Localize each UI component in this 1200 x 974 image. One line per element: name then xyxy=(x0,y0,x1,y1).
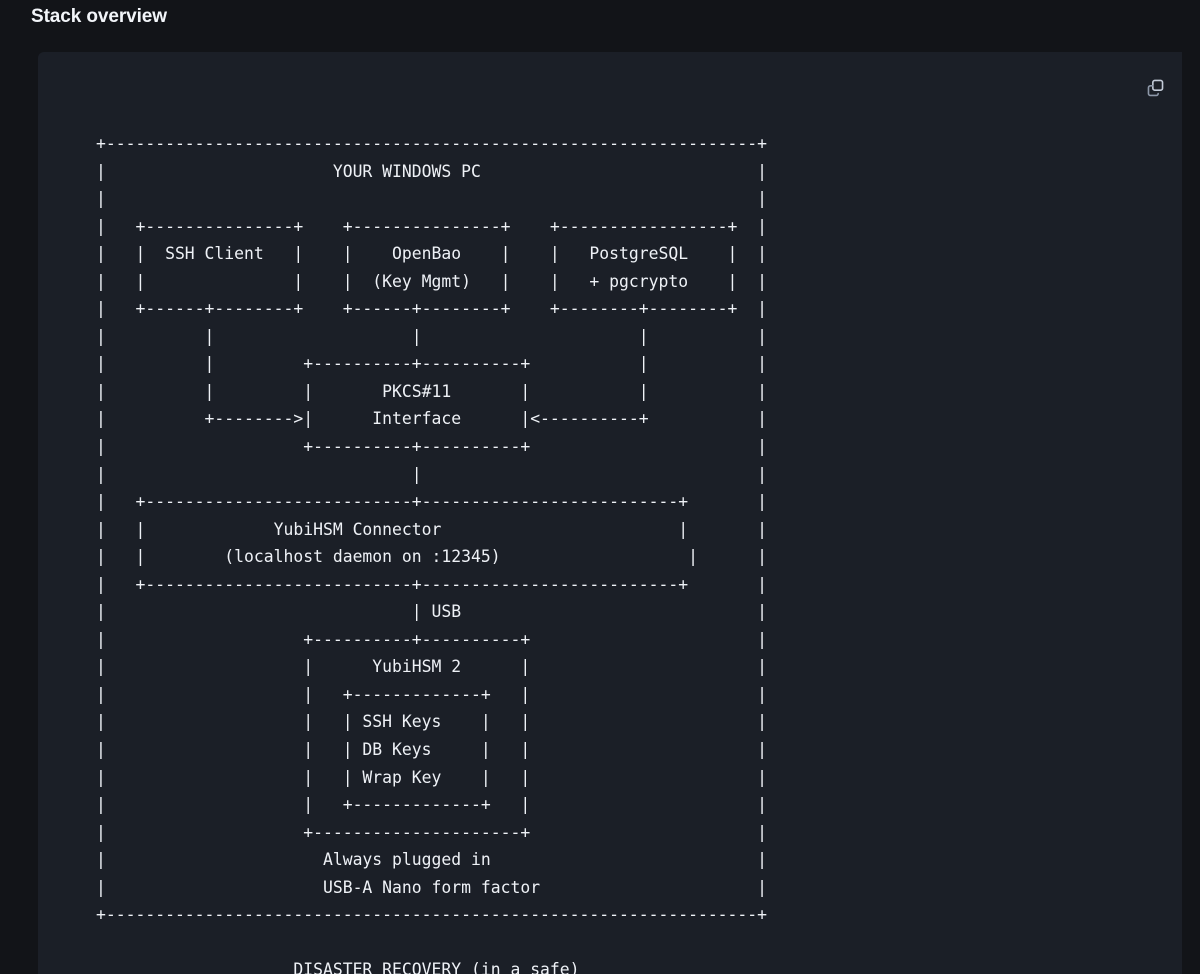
copy-icon-button[interactable] xyxy=(1140,72,1170,102)
code-block-card: +---------------------------------------… xyxy=(38,52,1182,974)
page-title: Stack overview xyxy=(31,6,167,27)
copy-icon xyxy=(1147,79,1163,96)
ascii-diagram: +---------------------------------------… xyxy=(96,134,768,974)
